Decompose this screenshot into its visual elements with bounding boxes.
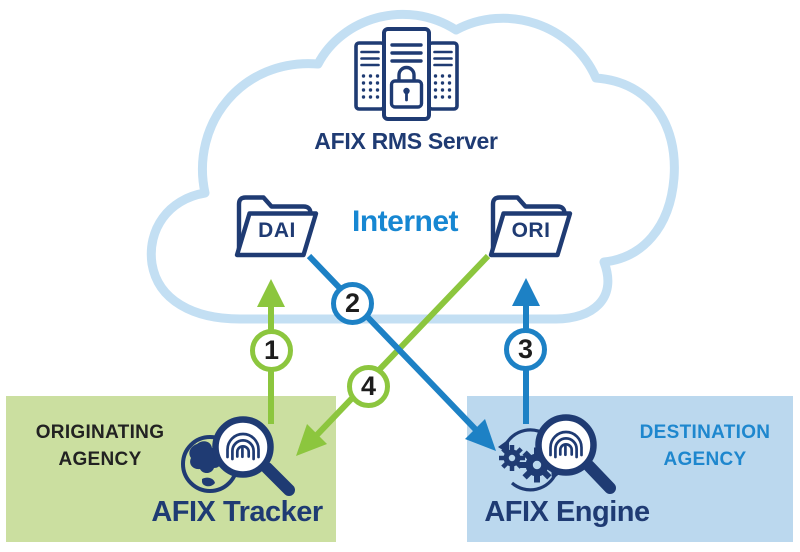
afix-engine-label: AFIX Engine bbox=[484, 496, 650, 528]
arrow-2-dai-to-engine bbox=[306, 253, 496, 451]
destination-agency-label-line1: DESTINATION bbox=[639, 422, 771, 443]
lock-icon bbox=[389, 65, 424, 109]
afix-tracker-label: AFIX Tracker bbox=[151, 496, 323, 528]
flow-badge-4-number: 4 bbox=[360, 371, 377, 401]
afix-tracker-icon bbox=[181, 416, 295, 496]
destination-agency-box bbox=[467, 396, 793, 542]
arrow-4-ori-to-tracker bbox=[296, 253, 491, 456]
flow-badge-1-number: 1 bbox=[263, 335, 280, 365]
originating-agency-box bbox=[6, 396, 336, 542]
folder-ori-icon bbox=[488, 195, 573, 258]
fingerprint-magnifier-icon bbox=[535, 414, 616, 494]
flow-badge-3-number: 3 bbox=[517, 334, 534, 364]
flow-badge-4: 4 bbox=[347, 365, 390, 408]
internet-label: Internet bbox=[351, 205, 459, 238]
destination-agency-label-line2: AGENCY bbox=[663, 449, 747, 470]
flow-badge-2: 2 bbox=[331, 282, 374, 325]
originating-agency-label-line1: ORIGINATING bbox=[35, 422, 165, 443]
originating-agency-label: ORIGINATING AGENCY bbox=[36, 419, 165, 473]
originating-agency-label-line2: AGENCY bbox=[58, 449, 142, 470]
destination-agency-label: DESTINATION AGENCY bbox=[640, 419, 771, 473]
flow-badge-1: 1 bbox=[250, 329, 293, 372]
server-label: AFIX RMS Server bbox=[314, 128, 498, 154]
fingerprint-magnifier-icon bbox=[212, 416, 295, 496]
afix-engine-icon bbox=[498, 414, 616, 494]
folder-ori-label: ORI bbox=[511, 219, 551, 242]
folder-dai-label: DAI bbox=[258, 219, 296, 242]
folder-dai-icon bbox=[234, 195, 319, 258]
flow-badge-2-number: 2 bbox=[344, 288, 361, 318]
flow-badge-3: 3 bbox=[504, 328, 547, 371]
server-icon bbox=[354, 27, 459, 121]
